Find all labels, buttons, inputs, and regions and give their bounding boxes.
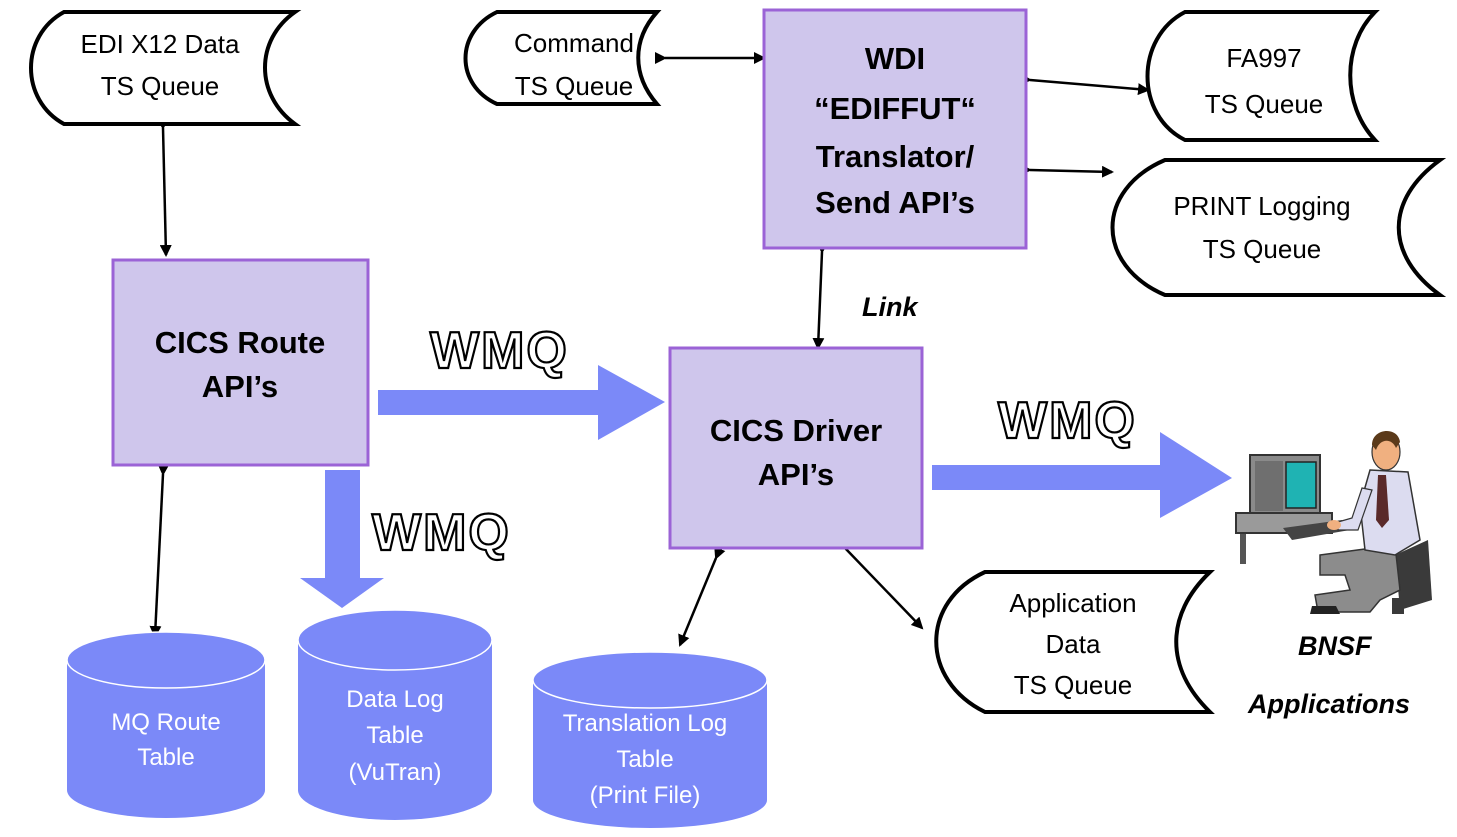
svg-text:TS Queue: TS Queue (515, 71, 634, 101)
database-mq-route-table: MQ Route Table (66, 631, 266, 818)
person-at-computer-icon (1235, 431, 1432, 614)
connector-wdi-print-queue (1019, 163, 1114, 178)
svg-text:API’s: API’s (758, 457, 834, 492)
svg-text:Send API’s: Send API’s (815, 185, 975, 220)
svg-text:Table: Table (137, 744, 194, 771)
queue-fa997: FA997 TS Queue (1145, 10, 1380, 142)
applications-label: Applications (1247, 689, 1410, 719)
box-cics-route-apis: CICS Route API’s (111, 258, 370, 467)
bnsf-label: BNSF (1298, 631, 1373, 661)
svg-text:TS Queue: TS Queue (1203, 234, 1322, 264)
svg-text:EDI X12 Data: EDI X12 Data (81, 29, 241, 59)
wmq-label-route-driver: WMQ (430, 322, 569, 380)
wmq-label-driver-applications: WMQ (998, 392, 1137, 450)
svg-text:“EDIFFUT“: “EDIFFUT“ (814, 91, 976, 126)
box-wdi-translator: WDI “EDIFFUT“ Translator/ Send API’s (762, 8, 1028, 250)
svg-text:WDI: WDI (865, 41, 925, 76)
svg-text:Table: Table (616, 746, 673, 773)
database-data-log-table: Data Log Table (VuTran) (297, 609, 493, 820)
svg-text:Application: Application (1009, 588, 1136, 618)
wmq-label-route-datalog: WMQ (372, 504, 511, 562)
wmq-flow-arrow-route-to-datalog (300, 470, 384, 608)
svg-text:Translation Log: Translation Log (563, 710, 728, 737)
wmq-flow-arrow-driver-to-applications (932, 432, 1232, 518)
connector-route-mqroute-table (149, 463, 170, 638)
svg-text:(Print File): (Print File) (590, 782, 701, 809)
svg-text:FA997: FA997 (1226, 43, 1301, 73)
connector-driver-application-queue (833, 536, 924, 630)
link-label: Link (862, 292, 919, 322)
svg-text:Table: Table (366, 722, 423, 749)
svg-text:Data Log: Data Log (346, 686, 443, 713)
connector-edi-queue-route (156, 117, 172, 257)
queue-print-logging: PRINT Logging TS Queue (1110, 158, 1447, 297)
svg-text:(VuTran): (VuTran) (349, 759, 442, 786)
queue-edi-x12-data: EDI X12 Data TS Queue (29, 10, 302, 126)
svg-text:MQ Route: MQ Route (111, 709, 220, 736)
svg-text:TS Queue: TS Queue (1205, 89, 1324, 119)
svg-text:TS Queue: TS Queue (1014, 670, 1133, 700)
svg-text:API’s: API’s (202, 369, 278, 404)
svg-text:TS Queue: TS Queue (101, 71, 220, 101)
svg-text:Data: Data (1046, 629, 1101, 659)
database-translation-log-table: Translation Log Table (Print File) (532, 651, 768, 828)
svg-text:Command: Command (514, 28, 634, 58)
svg-text:CICS Route: CICS Route (155, 325, 326, 360)
box-cics-driver-apis: CICS Driver API’s (668, 346, 924, 550)
connector-wdi-driver-link (812, 241, 829, 350)
svg-text:Translator/: Translator/ (816, 139, 975, 174)
wmq-flow-arrow-route-to-driver (378, 365, 665, 440)
svg-text:CICS Driver: CICS Driver (710, 413, 882, 448)
svg-text:PRINT Logging: PRINT Logging (1173, 191, 1350, 221)
queue-command: Command TS Queue (463, 10, 662, 106)
queue-application-data: Application Data TS Queue (934, 570, 1215, 714)
connector-driver-translation-log (678, 546, 726, 647)
connector-wdi-fa997-queue (1019, 73, 1150, 96)
